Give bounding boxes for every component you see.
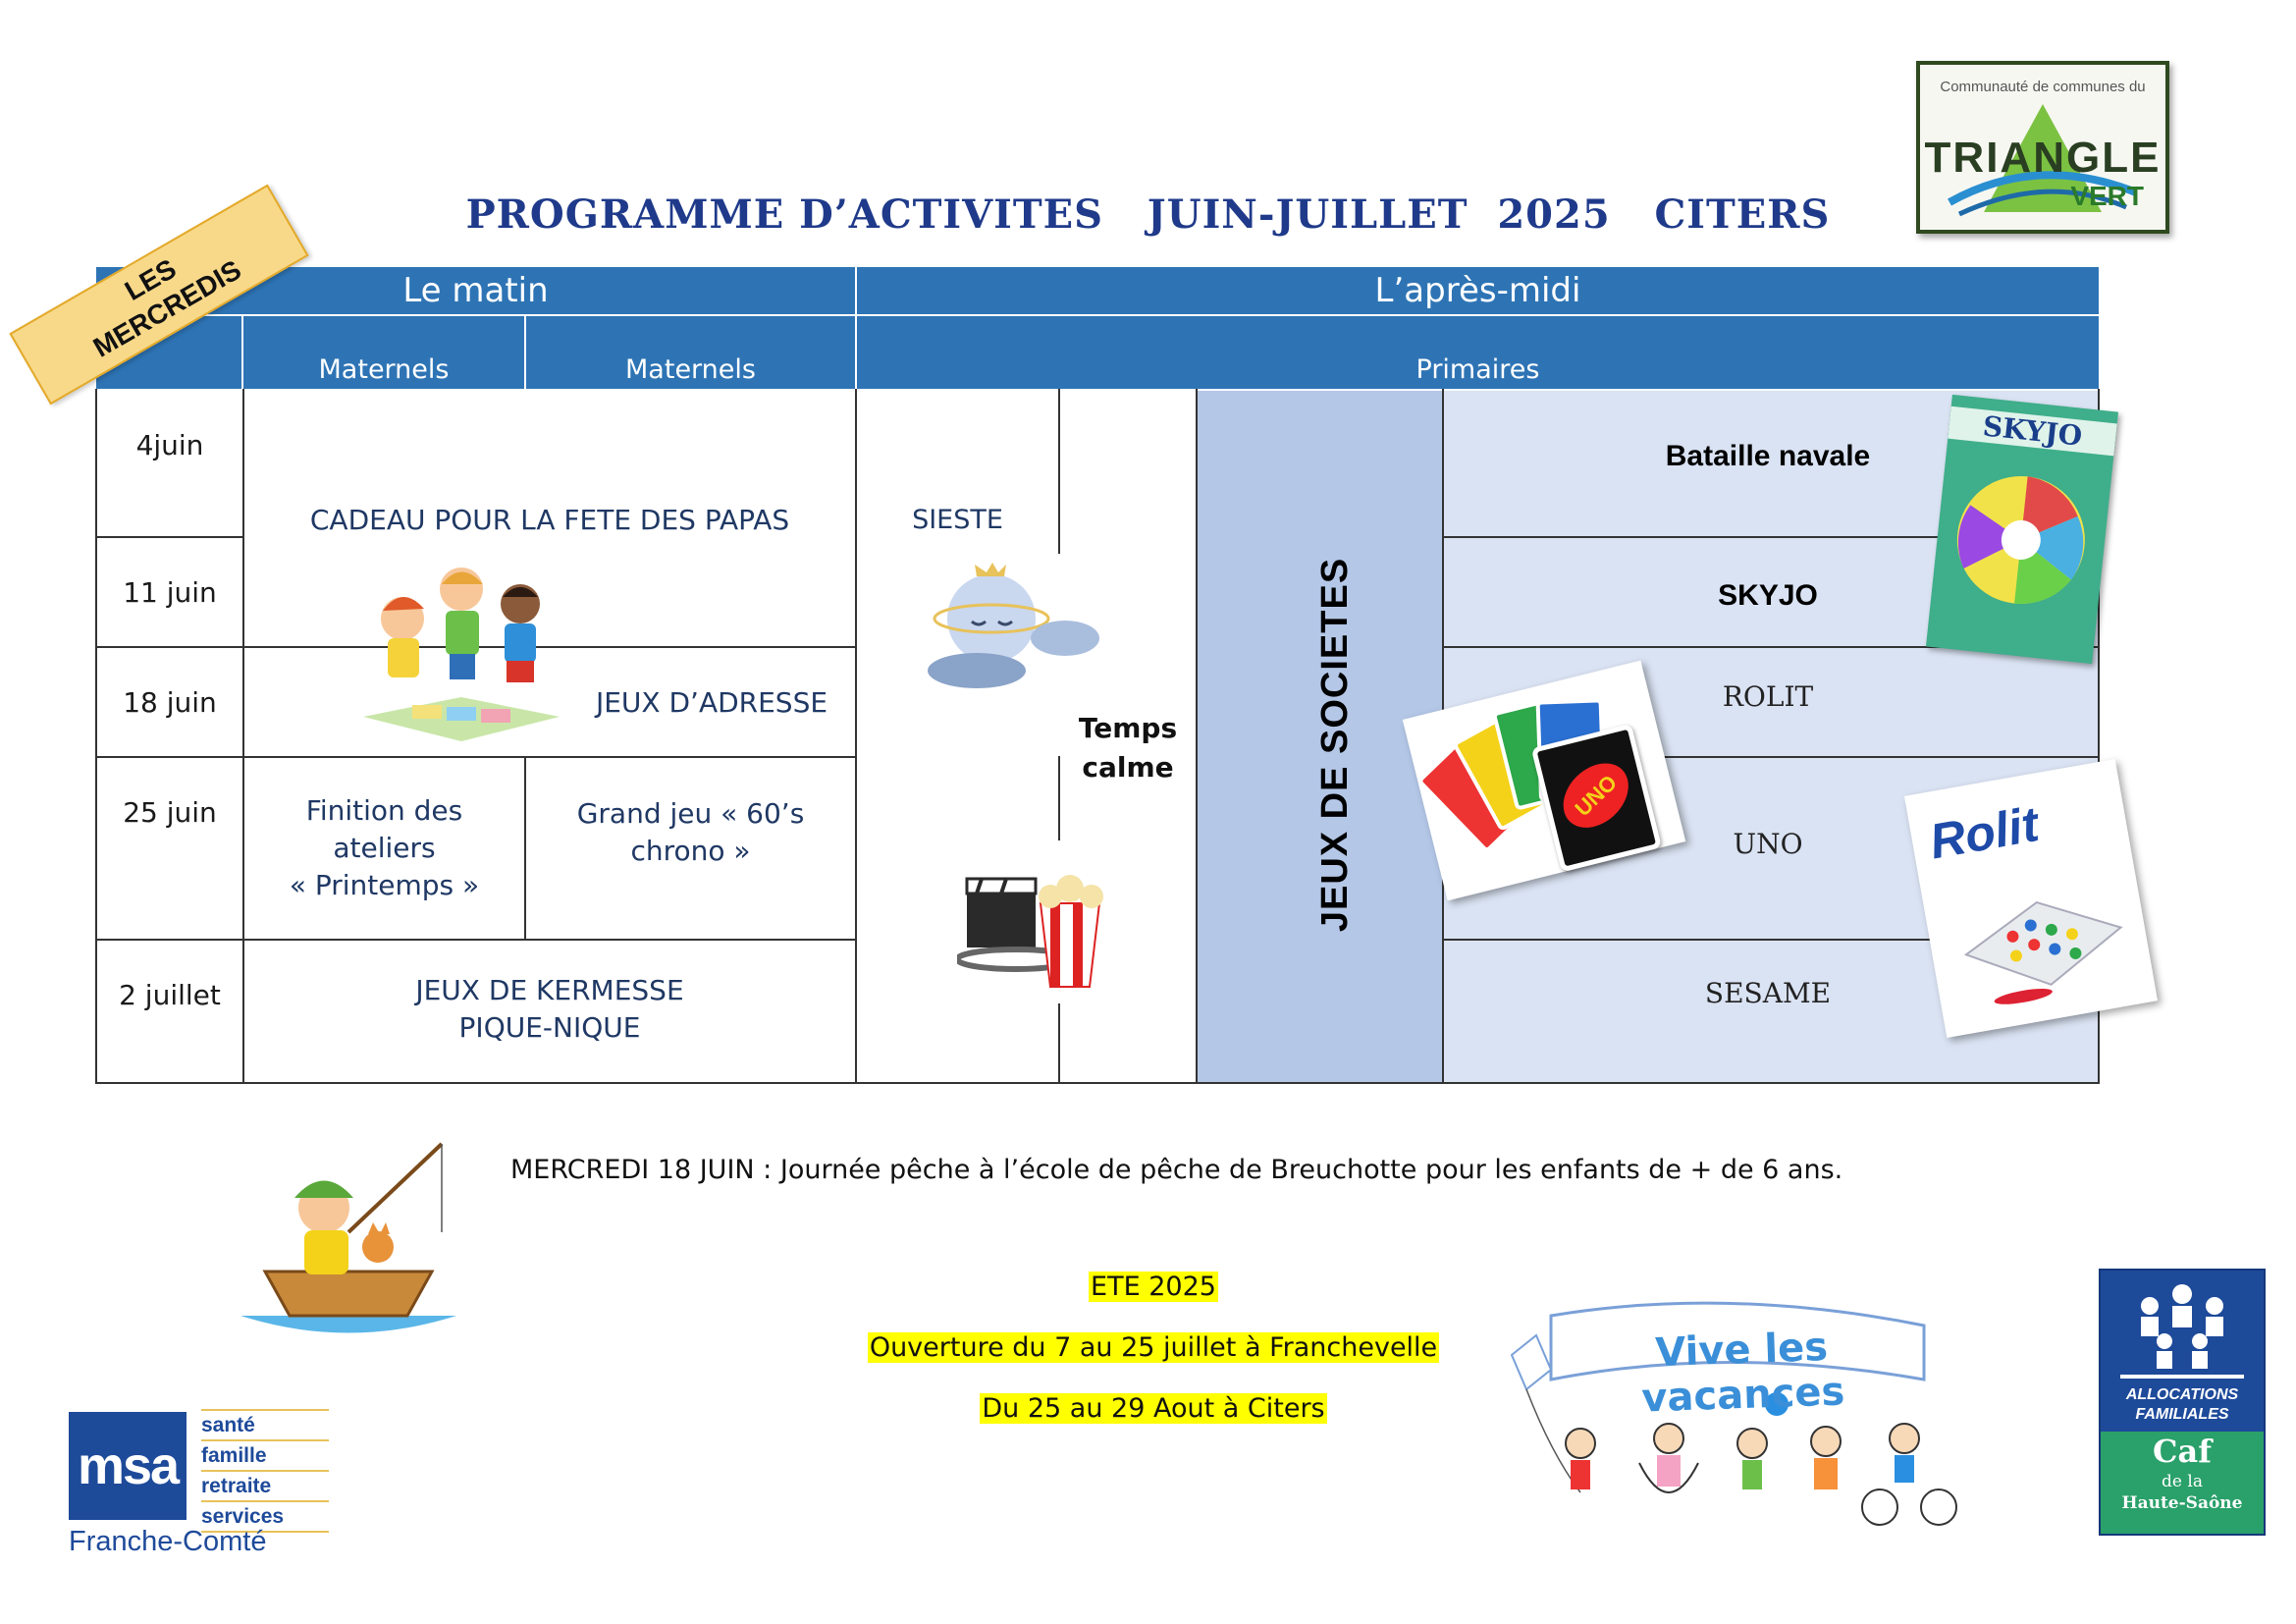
date-cell-3: 18 juin [123,685,217,719]
header-apres-midi-label: L’après-midi [1374,271,1581,310]
header-maternels-1: Maternels [243,316,524,389]
summer-info: ETE 2025 Ouverture du 7 au 25 juillet à … [785,1272,1522,1454]
game-uno: UNO [1733,827,1803,860]
logo-top-text: Communauté de communes du [1940,79,2146,95]
finition-line2: ateliers [333,832,436,864]
summer-line3: Du 25 au 29 Aout à Citers [980,1393,1327,1424]
games-line-3 [1442,756,2100,758]
activity-sieste: SIESTE [912,505,1003,535]
header-primaires-label: Primaires [1415,354,1540,385]
activity-jeux-adresse: JEUX D’ADRESSE [595,686,828,719]
caf-line2: FAMILIALES [2135,1406,2229,1423]
table-border-bottom [95,1082,2100,1084]
uno-logo-text: UNO [1570,769,1622,821]
table-col-calme-end [1196,389,1198,1084]
table-col-maternels-split [524,756,526,939]
msa-line-sante: santé [201,1409,329,1439]
grand-jeu-line1: Grand jeu « 60’s [576,797,805,830]
game-rolit: ROLIT [1722,679,1814,713]
finition-line1: Finition des [305,794,463,827]
caf-line4: Haute-Saône [2121,1493,2243,1513]
fishing-note: MERCREDI 18 JUIN : Journée pêche à l’éco… [510,1155,1843,1185]
game-bataille-navale: Bataille navale [1665,440,1871,472]
activity-grand-jeu: Grand jeu « 60’s chrono » [526,758,855,939]
game-skyjo: SKYJO [1718,579,1818,612]
cinema-popcorn-icon [957,875,1103,988]
summer-line2: Ouverture du 7 au 25 juillet à Francheve… [867,1332,1440,1363]
rolit-board-icon [1963,900,2123,1004]
date-cell-5: 2 juillet [119,978,221,1011]
logo-word2: VERT [2070,181,2144,211]
activity-temps-calme: Temps calme [1060,699,1196,797]
games-line-4 [1442,939,2100,941]
table-col-date [242,389,244,1084]
kermesse-line1: JEUX DE KERMESSE [415,974,684,1006]
vacances-banner-icon [1510,1301,1957,1526]
msa-line-retraite: retraite [201,1470,329,1500]
msa-line-services: services [201,1500,329,1533]
msa-region: Franche-Comté [69,1526,267,1557]
msa-logo: msa santé famille retraite services Fran… [69,1404,334,1566]
caf-line1: ALLOCATIONS [2125,1386,2239,1403]
kermesse-line2: PIQUE-NIQUE [458,1011,641,1044]
header-apres-midi: L’après-midi [857,267,2099,314]
games-line-1 [1442,536,2100,538]
skyjo-wheel-icon [1956,475,2085,604]
games-line-2 [1442,646,2100,648]
vive-les-vacances-illustration: Vive les vacances [1492,1296,1963,1532]
jeux-societes-column [1198,391,1443,1082]
header-primaires: Primaires [857,316,2099,389]
table-border-left [95,389,97,1084]
table-col-sieste-end-top [1058,389,1060,554]
uno-logo: UNO [1550,750,1641,841]
header-maternels-2-label: Maternels [625,354,756,385]
sleeping-moon-icon [928,563,1099,688]
caf-word: Caf [2153,1433,2212,1470]
uno-card-main: UNO [1530,723,1663,873]
activity-kermesse: JEUX DE KERMESSE PIQUE-NIQUE [244,941,855,1082]
header-matin-label: Le matin [402,271,549,310]
rolit-logo-text: Rolit [1925,796,2043,870]
kids-playing-illustration [363,568,560,741]
table-border-right [2098,389,2100,1084]
date-cell-4: 25 juin [123,795,217,829]
fishing-boy-illustration [240,1142,456,1333]
logo-word: TRIANGLE [1924,134,2162,182]
activity-finition: Finition des ateliers « Printemps » [244,758,524,939]
summer-line1: ETE 2025 [1089,1272,1218,1302]
msa-logo-mark: msa [69,1412,187,1520]
triangle-vert-logo: Communauté de communes du TRIANGLE VERT [1916,61,2169,234]
table-col-sieste-end-mid [1058,756,1060,840]
grand-jeu-line2: chrono » [630,835,751,867]
date-cell-2: 11 juin [123,575,217,609]
date-cell-1: 4juin [135,428,204,461]
table-col-sieste-end-bottom [1058,1003,1060,1084]
page-title: PROGRAMME D’ACTIVITES JUIN-JUILLET 2025 … [465,191,1831,238]
row-line-date-1 [95,536,244,538]
temps-calme-line1: Temps [1078,712,1178,744]
rolit-game-image: Rolit [1903,758,2159,1039]
header-maternels-2: Maternels [526,316,855,389]
activity-cadeau: CADEAU POUR LA FETE DES PAPAS [309,504,790,536]
row-line-3 [95,756,857,758]
caf-logo: ALLOCATIONS FAMILIALES Caf de la Haute-S… [2099,1269,2266,1536]
header-maternels-1-label: Maternels [318,354,450,385]
caf-family-icon [2120,1284,2244,1379]
triangle-logo-icon [1948,104,2138,217]
skyjo-box-image: SKYJO [1925,394,2119,665]
game-sesame: SESAME [1704,976,1832,1009]
jeux-societes-text: JEUX DE SOCIETES [1314,557,1357,932]
caf-bottom: Caf de la Haute-Saône [2101,1432,2264,1534]
finition-line3: « Printemps » [289,869,480,901]
skyjo-box-label: SKYJO [1948,406,2117,457]
caf-line3: de la [2162,1472,2203,1491]
vacances-banner-text: Vive les vacances [1640,1324,1845,1422]
temps-calme-line2: calme [1082,751,1174,784]
msa-line-famille: famille [201,1439,329,1470]
table-col-matin-end [855,389,857,1084]
row-line-4 [95,939,857,941]
